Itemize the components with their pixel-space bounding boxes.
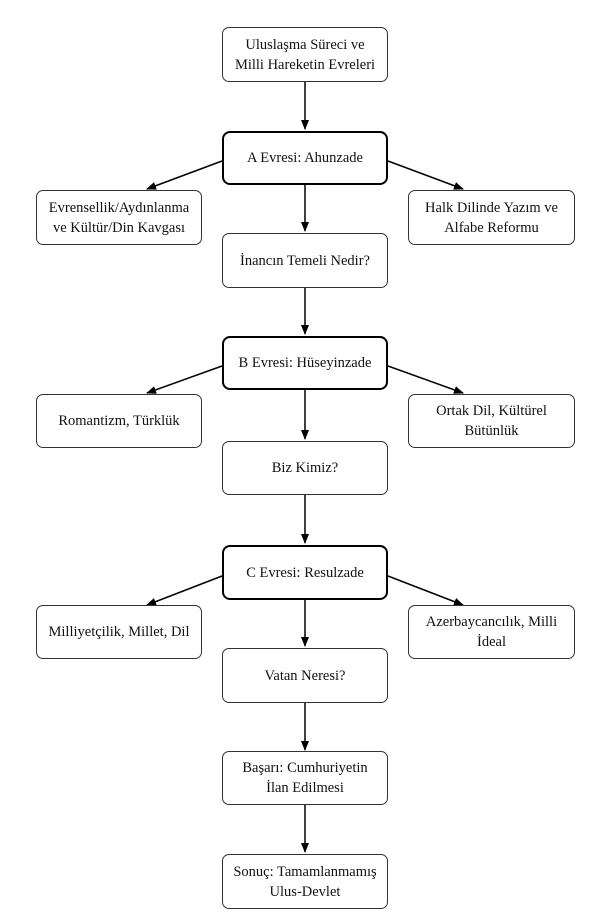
phase-a-left-node: Evrensellik/Aydınlanma ve Kültür/Din Kav… [36,190,202,245]
phase-a-node: A Evresi: Ahunzade [222,131,388,185]
question-c-node: Vatan Neresi? [222,648,388,703]
arrow-phase-c-to-left [146,575,223,606]
phase-c-left-node: Milliyetçilik, Millet, Dil [36,605,202,659]
phase-b-left-node: Romantizm, Türklük [36,394,202,448]
phase-a-right-node: Halk Dilinde Yazım ve Alfabe Reformu [408,190,575,245]
question-a-node: İnancın Temeli Nedir? [222,233,388,288]
arrow-phase-a-to-right [387,160,464,190]
result-node: Sonuç: Tamamlanmamış Ulus-Devlet [222,854,388,909]
arrow-phase-b-to-right [387,365,464,394]
arrow-phase-a-to-left [146,160,223,190]
phase-c-node: C Evresi: Resulzade [222,545,388,600]
phase-b-right-node: Ortak Dil, Kültürel Bütünlük [408,394,575,448]
arrow-phase-b-to-left [146,365,223,394]
arrow-phase-c-to-right [387,575,464,606]
question-b-node: Biz Kimiz? [222,441,388,495]
phase-c-right-node: Azerbaycancılık, Milli İdeal [408,605,575,659]
success-node: Başarı: Cumhuriyetin İlan Edilmesi [222,751,388,805]
phase-b-node: B Evresi: Hüseyinzade [222,336,388,390]
title-node: Uluslaşma Süreci ve Milli Hareketin Evre… [222,27,388,82]
